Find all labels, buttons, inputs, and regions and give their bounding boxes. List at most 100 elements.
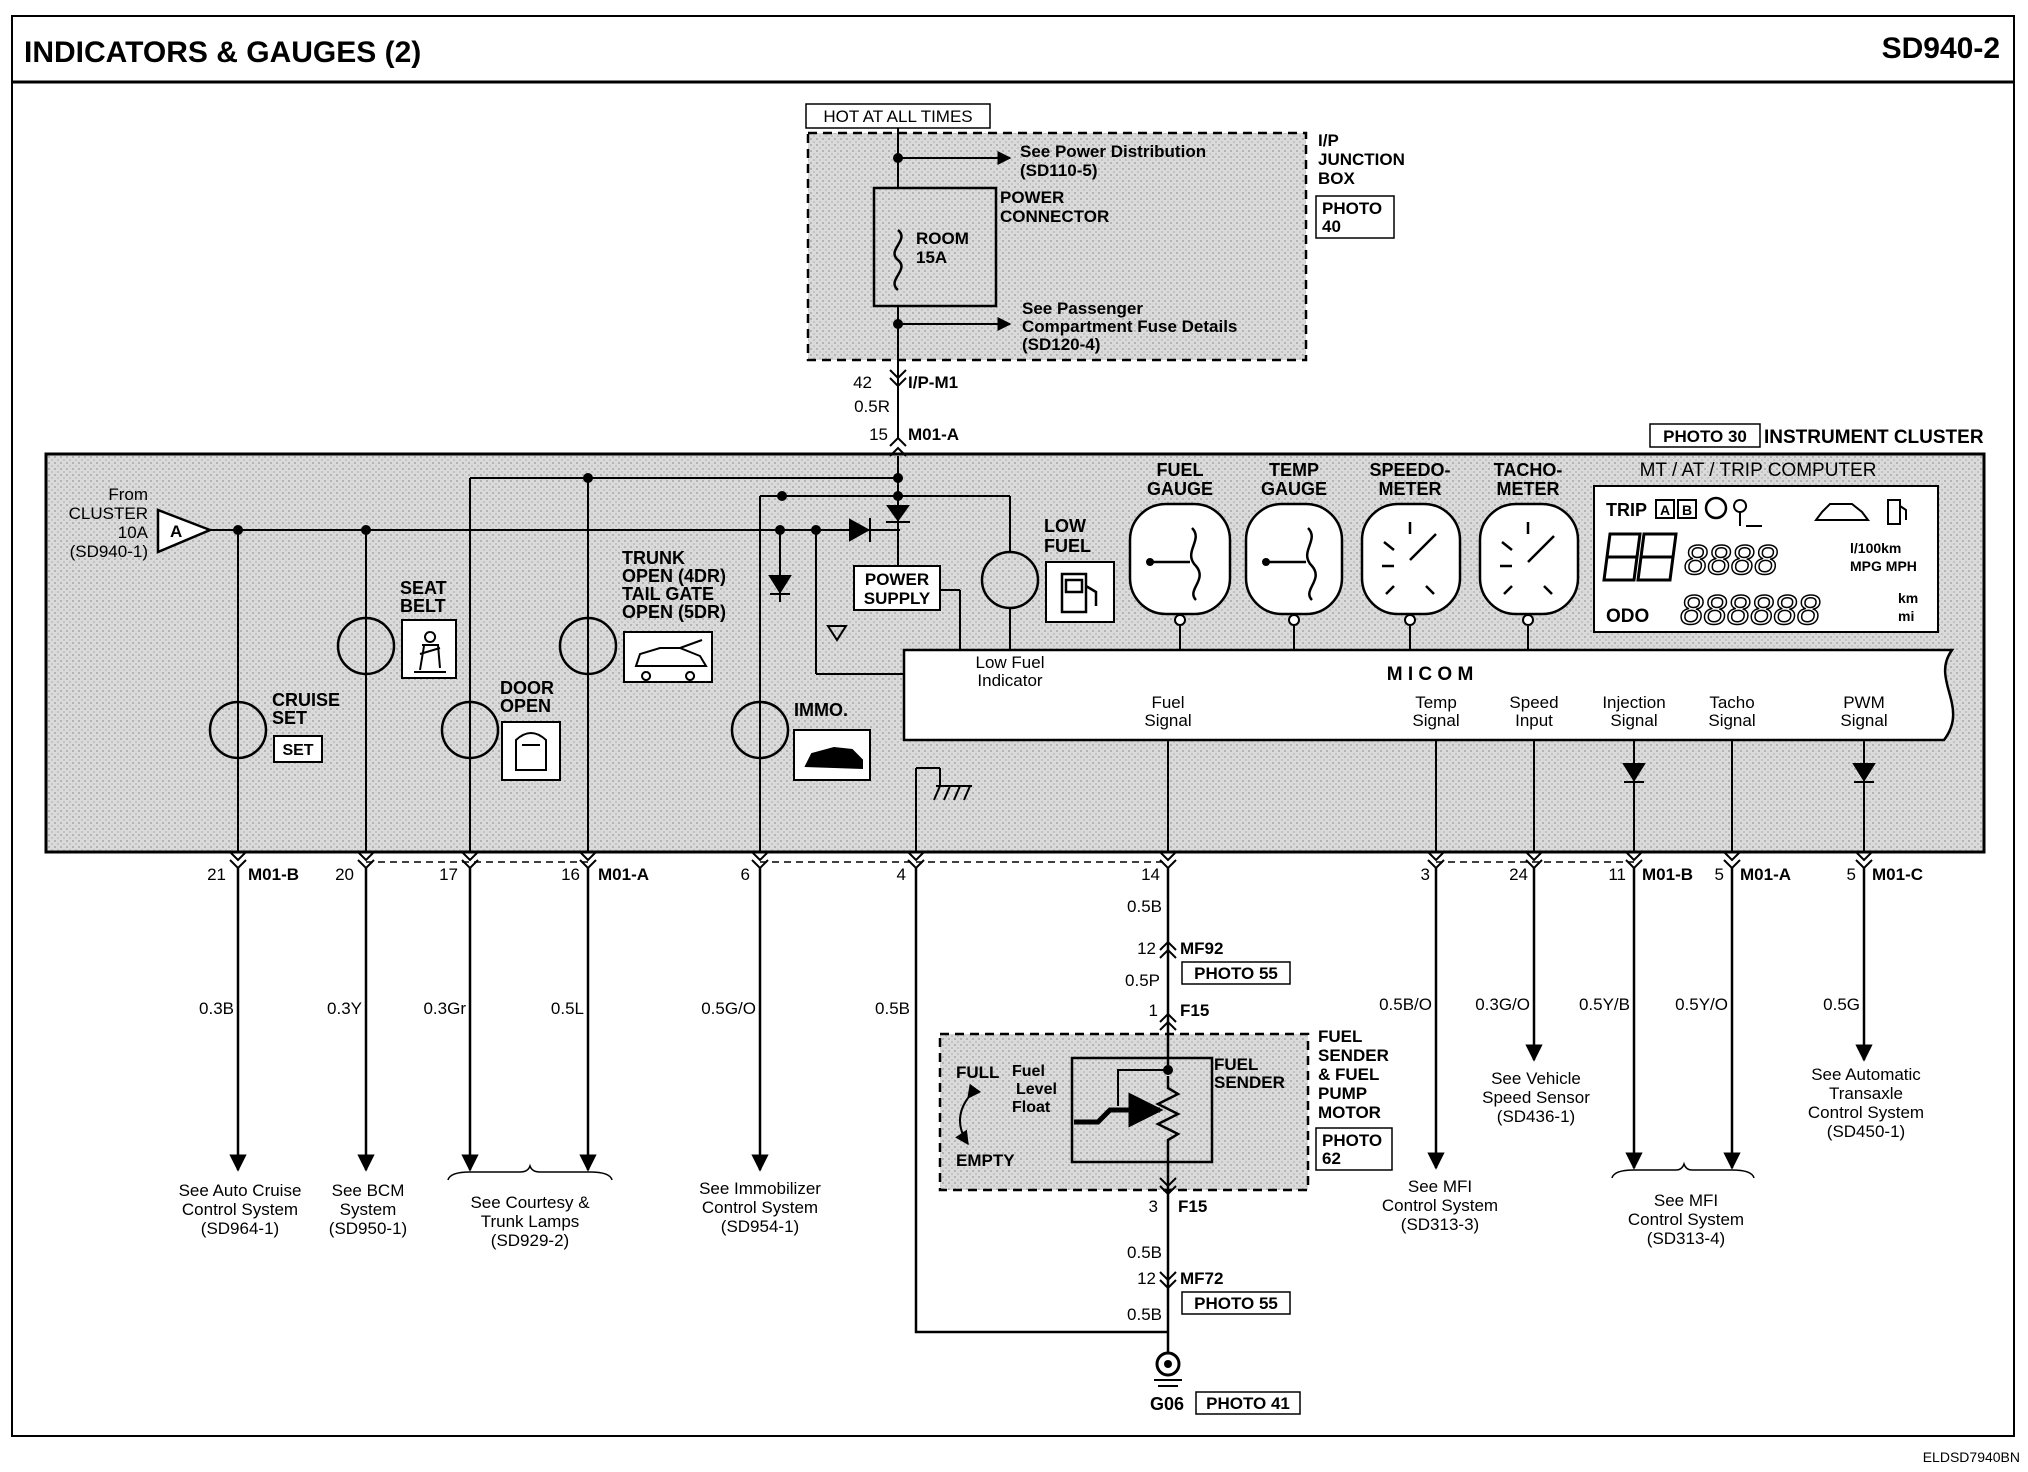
micom-label: M I C O M [1387, 664, 1474, 685]
photo-55-box-b [1181, 1291, 1291, 1315]
wire-color-11: 0.5Y/B [1579, 995, 1630, 1014]
mf92-connector: MF92 [1180, 939, 1223, 958]
ref-mfi-1-3: (SD313-3) [1401, 1215, 1479, 1234]
instrument-cluster: PHOTO 30 INSTRUMENT CLUSTER A From CLUST… [44, 423, 1986, 854]
seat-belt-lamp [336, 616, 396, 676]
power-connector-label-2: CONNECTOR [1000, 207, 1109, 226]
float-name-label-3: Float [1012, 1099, 1051, 1116]
fuel-sender-rheostat-wire [1117, 1069, 1168, 1106]
from-cluster-triangle [156, 508, 214, 554]
fuel-pump-icon [1060, 572, 1098, 614]
door-open-icon [501, 721, 561, 781]
fuel-component-label-3: & FUEL [1318, 1065, 1379, 1084]
power-connector-label: POWER [1000, 188, 1064, 207]
junction-box: HOT AT ALL TIMES See Power Distribution … [805, 103, 1405, 438]
speedometer-needle [1382, 522, 1437, 595]
from-cluster-fuse: 10A [118, 523, 149, 542]
fuel-sender-box [1070, 1056, 1214, 1164]
odo-digits: 888888 [1680, 586, 1821, 633]
low-fuel-indicator-label: Low Fuel [976, 653, 1045, 672]
power-supply-box [853, 565, 941, 611]
fuel-wire-0-5p: 0.5P [1125, 971, 1160, 990]
fuel-signal-label: Fuel [1151, 693, 1184, 712]
ref-bcm-3: (SD950-1) [329, 1219, 407, 1238]
cruise-set-label-2: SET [272, 708, 307, 728]
cruise-set-lamp [208, 700, 268, 760]
temp-gauge-needle [1266, 527, 1317, 601]
fuel-gauge: FUEL GAUGE [1128, 460, 1232, 626]
micom-chassis-ground [933, 768, 972, 801]
tachometer-pin [1522, 614, 1534, 626]
wire-color-24: 0.3G/O [1475, 995, 1530, 1014]
pin-15-top: 15 [869, 425, 888, 444]
trip-computer-title: MT / AT / TRIP COMPUTER [1640, 460, 1877, 481]
tachometer: TACHO- METER [1478, 460, 1580, 626]
key-icon [1733, 499, 1762, 527]
fuel-sender-resistor [1155, 1076, 1181, 1162]
low-fuel-indicator-label-2: Indicator [977, 671, 1043, 690]
f15-pin-1: 1 [1149, 1001, 1158, 1020]
ref-courtesy-2: Trunk Lamps [481, 1212, 580, 1231]
ref-vehicle-speed-2: Speed Sensor [1482, 1088, 1590, 1107]
fuel-wire-0-5b: 0.5B [1127, 897, 1162, 916]
photo-40-label: PHOTO [1322, 199, 1382, 218]
trunk-open-label-4: OPEN (5DR) [622, 602, 726, 622]
fuel-gauge-needle [1150, 527, 1201, 601]
speedometer-label: SPEEDO- [1369, 460, 1450, 480]
pwm-diode [1852, 763, 1876, 783]
diode-feed [886, 505, 910, 523]
segment-display-large [1602, 532, 1678, 582]
seat-belt-label: SEAT [400, 578, 447, 598]
door-open-label: DOOR [500, 678, 554, 698]
low-fuel-label-2: FUEL [1044, 536, 1091, 556]
fuel-door-icon [1887, 499, 1907, 525]
f15-chevron-bottom [1159, 1177, 1177, 1196]
door-open-label-2: OPEN [500, 696, 551, 716]
instrument-cluster-title: INSTRUMENT CLUSTER [1764, 427, 1984, 448]
wire-color-4: 0.5B [875, 999, 910, 1018]
junction-box-label: I/P [1318, 131, 1339, 150]
fuel-component-label-2: SENDER [1318, 1046, 1389, 1065]
fuel-wire-0-5b-lower: 0.5B [1127, 1243, 1162, 1262]
temp-gauge-face [1244, 502, 1344, 616]
ref-immobilizer-2: Control System [702, 1198, 818, 1217]
low-fuel-label: LOW [1044, 516, 1086, 536]
ref-courtesy-3: (SD929-2) [491, 1231, 569, 1250]
tacho-signal-label: Tacho [1709, 693, 1754, 712]
odo-label: ODO [1606, 606, 1649, 627]
float-travel-arc [955, 1083, 982, 1146]
fuel-gauge-label-2: GAUGE [1147, 479, 1213, 499]
float-full-label: FULL [956, 1063, 999, 1082]
internal-ground-symbol [826, 625, 848, 642]
photo-55-label-b: PHOTO 55 [1194, 1294, 1278, 1313]
trip-a-label: A [1660, 502, 1670, 518]
trunk-open-label-3: TAIL GATE [622, 584, 714, 604]
clock-icon [1704, 496, 1728, 520]
top-feed: 42 I/P-M1 0.5R 15 M01-A [853, 369, 959, 444]
fuel-wire-0-5b-ground: 0.5B [1127, 1305, 1162, 1324]
pin-21: 21 [207, 865, 226, 884]
mf72-pin: 12 [1137, 1269, 1156, 1288]
door-open-lamp [440, 700, 500, 760]
fuel-component-label-5: MOTOR [1318, 1103, 1381, 1122]
hot-at-all-times: HOT AT ALL TIMES [823, 107, 972, 126]
ref-mfi-1-2: Control System [1382, 1196, 1498, 1215]
tachometer-label-2: METER [1497, 479, 1560, 499]
temp-gauge-label: TEMP [1269, 460, 1319, 480]
trip-a-box [1655, 499, 1675, 519]
trip-computer-display [1593, 485, 1939, 633]
seat-belt-icon [401, 619, 457, 679]
door-open-figure [515, 732, 547, 771]
power-supply-label: POWER [865, 570, 929, 589]
from-cluster-label: From [108, 485, 148, 504]
pin-5-m01-c: 5 [1847, 865, 1856, 884]
speedometer-pin [1404, 614, 1416, 626]
pin-42: 42 [853, 373, 872, 392]
trip-label: TRIP [1606, 500, 1647, 520]
ref-mfi-2-3: (SD313-4) [1647, 1229, 1725, 1248]
connector-m01-a-left: M01-A [598, 865, 649, 884]
f15-pin-3: 3 [1149, 1197, 1158, 1216]
odo-units-2: mi [1898, 608, 1914, 624]
injection-signal-label: Injection [1602, 693, 1665, 712]
